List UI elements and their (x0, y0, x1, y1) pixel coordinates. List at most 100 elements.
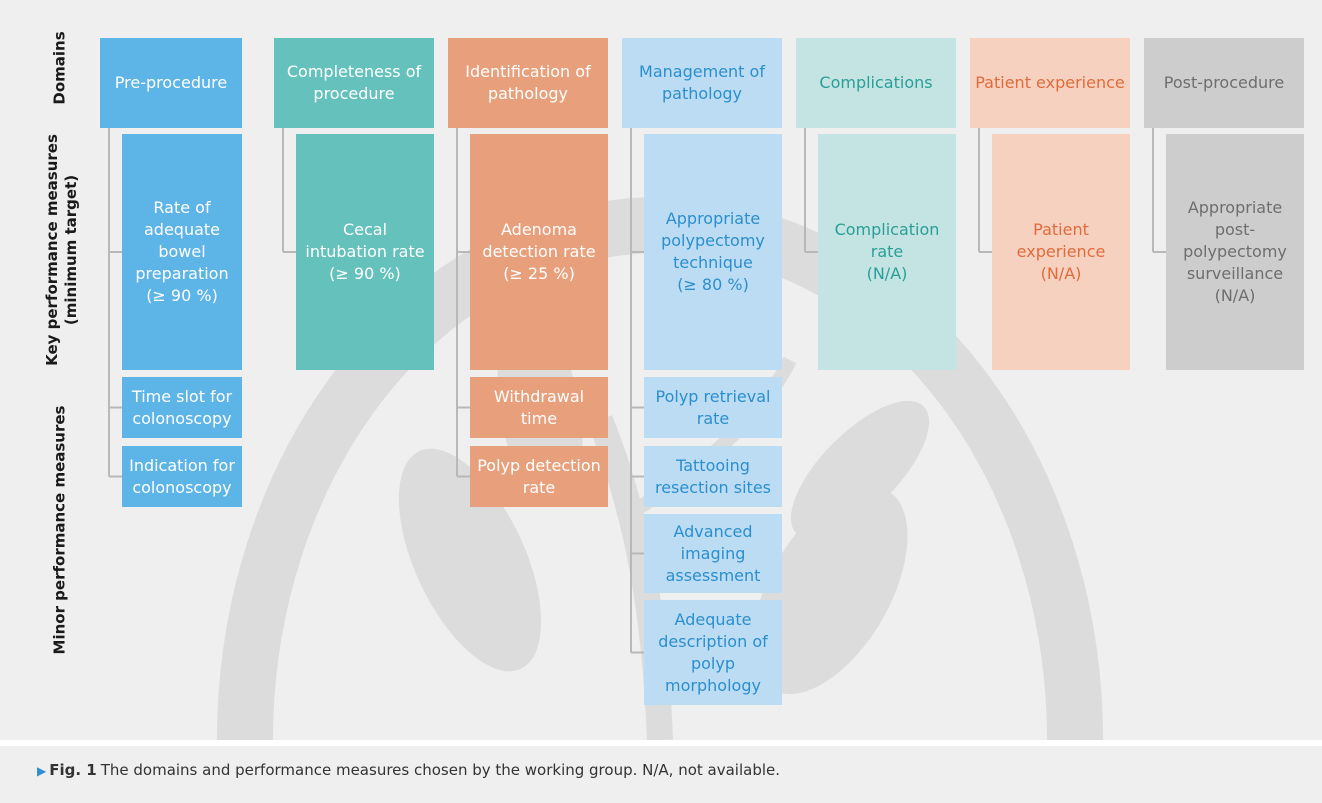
box-text-line: Tattooing (676, 455, 750, 475)
box-text: Post-procedure (1164, 72, 1284, 94)
box-text-line: Identification of (465, 62, 591, 81)
key-measure-box-patient-experience: Patient experience (N/A) (992, 134, 1130, 370)
box-text-line: Complication (834, 220, 940, 239)
box-text-line: description of (658, 631, 768, 651)
box-text-line: Post-procedure (1163, 73, 1285, 92)
box-text-line: Rate of (153, 198, 211, 217)
box-text-line: rate (870, 242, 904, 261)
box-text-line: Pre-procedure (114, 73, 228, 92)
box-text-line: (≥ 80 %) (677, 275, 749, 294)
box-text-line: preparation (135, 264, 229, 283)
box-text-line: assessment (665, 565, 761, 585)
box-text-line: pathology (661, 84, 743, 103)
box-text: Complications (819, 72, 932, 94)
box-text-line: (≥ 25 %) (503, 264, 575, 283)
box-text-line: (≥ 90 %) (329, 264, 401, 283)
box-text-line: resection sites (654, 477, 771, 497)
box-text-line: morphology (665, 675, 761, 695)
box-text-line: colonoscopy (132, 477, 232, 497)
box-text-line: (N/A) (1040, 264, 1082, 283)
box-text-line: Complications (819, 73, 933, 92)
box-text-line: Adenoma (501, 220, 577, 239)
box-text-line: (N/A) (1214, 286, 1256, 305)
box-text-line: intubation rate (305, 242, 425, 261)
box-text-line: adequate bowel (143, 220, 221, 261)
box-text-line: Patient (1033, 220, 1089, 239)
box-text-line: colonoscopy (132, 408, 232, 428)
caption-arrow-icon: ▶ (37, 764, 47, 778)
domain-box-pre-procedure: Pre-procedure (100, 38, 242, 128)
box-text-line: imaging (680, 543, 746, 563)
box-text-line: Indication for (129, 455, 235, 475)
box-text-line: surveillance (1186, 264, 1284, 283)
box-text-line: rate (696, 408, 730, 428)
box-text-line: (N/A) (866, 264, 908, 283)
domain-box-post-procedure: Post-procedure (1144, 38, 1304, 128)
key-measure-box-cecal-intubation: Cecal intubation rate (≥ 90 %) (296, 134, 434, 370)
box-text: Cecal intubation rate (≥ 90 %) (305, 219, 424, 285)
domain-box-patient-experience: Patient experience (970, 38, 1130, 128)
domain-box-identification: Identification of pathology (448, 38, 608, 128)
box-text-line: Patient experience (975, 73, 1125, 92)
connector-lines (108, 128, 1166, 654)
domain-box-completeness: Completeness of procedure (274, 38, 434, 128)
box-text-line: time (520, 408, 558, 428)
box-text-line: Appropriate (1187, 198, 1283, 217)
box-text-line: polypectomy (1183, 242, 1287, 261)
box-text: Identification of pathology (465, 61, 590, 105)
box-text-line: Polyp detection (477, 455, 601, 475)
box-text-line: Advanced (673, 521, 753, 541)
box-text-line: detection rate (482, 242, 596, 261)
box-text-line: Appropriate (665, 209, 761, 228)
box-text-line: technique (673, 253, 753, 272)
box-text: Patient experience (N/A) (1017, 219, 1106, 285)
box-text-line: Withdrawal (493, 386, 585, 406)
box-text-line: pathology (487, 84, 568, 103)
box-text-line: Completeness of (286, 62, 422, 81)
box-text-line: polyp (690, 653, 735, 673)
key-measure-box-complication-rate: Complication rate (N/A) (818, 134, 956, 370)
box-text: Pre-procedure (115, 72, 227, 94)
box-text-line: Adequate (674, 609, 752, 629)
key-measure-box-adenoma-detection: Adenoma detection rate (≥ 25 %) (470, 134, 608, 370)
box-text-line: Cecal (342, 220, 388, 239)
box-text: Adenoma detection rate (≥ 25 %) (482, 219, 595, 285)
caption-text: The domains and performance measures cho… (100, 761, 781, 779)
box-text-line: procedure (313, 84, 395, 103)
domain-box-complications: Complications (796, 38, 956, 128)
box-text: Complication rate (N/A) (835, 219, 940, 285)
box-text-line: experience (1016, 242, 1106, 261)
box-text-line: Time slot for (131, 386, 233, 406)
box-text-line: Polyp retrieval (655, 386, 771, 406)
caption-label: Fig. 1 (49, 761, 97, 779)
box-text: Patient experience (975, 72, 1124, 94)
box-text: Completeness of procedure (287, 61, 421, 105)
box-text-line: rate (522, 477, 556, 497)
